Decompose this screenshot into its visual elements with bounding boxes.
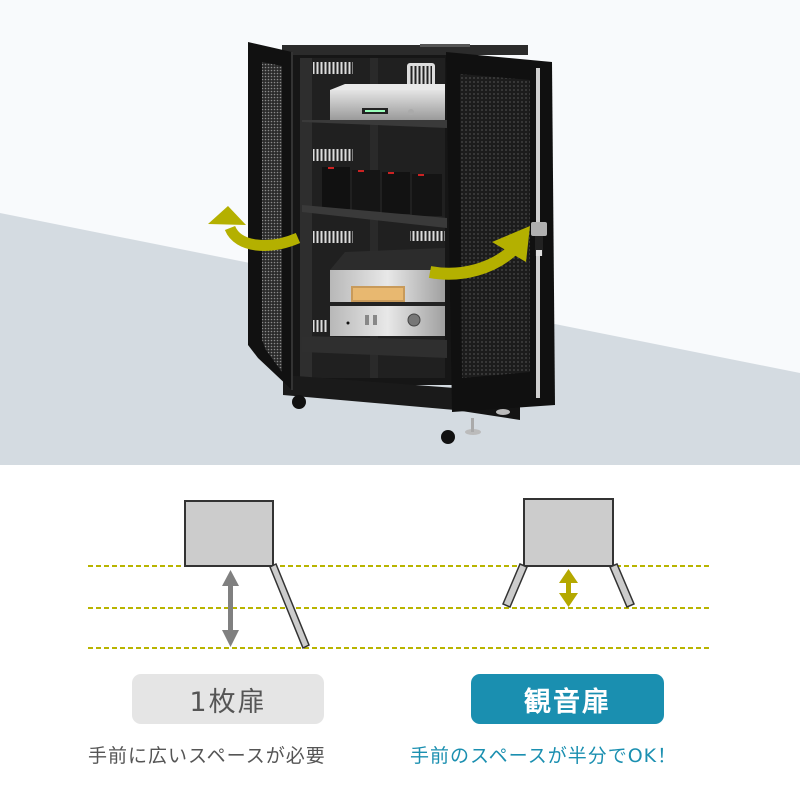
single-door-panel [269,562,310,650]
double-door-figure [502,498,635,608]
cabinet-box-single [184,500,274,567]
cabinet-box-double [523,498,614,567]
right-swing-arrow-icon [428,226,530,280]
double-depth-arrow-icon [559,569,578,607]
single-door-label: 1枚扉 [132,674,324,724]
right-door-panel [609,563,635,608]
door-handle [531,222,547,236]
single-door-caption: 手前に広いスペースが必要 [88,744,326,767]
double-door-caption: 手前のスペースが半分でOK！ [410,744,678,767]
network-player [330,90,445,120]
integrated-amplifier [330,306,445,336]
single-door-figure [184,500,310,650]
double-door-label: 観音扉 [471,674,664,724]
nas-units [322,167,442,216]
left-swing-arrow-icon [208,206,301,251]
cabinet-illustration [0,42,800,465]
right-door [446,52,555,412]
left-door-panel [502,563,528,608]
leveling-foot [496,409,510,415]
shelf-3 [302,336,447,358]
power-amplifier [330,248,445,306]
product-photo [0,42,800,465]
caster [441,430,455,444]
cabinet-top [282,45,528,55]
shelf-1 [302,120,447,128]
left-door [248,42,293,390]
cabinet-base [283,375,455,410]
space-comparison-figure [88,498,711,650]
single-depth-arrow-icon [222,570,239,647]
shelf-2 [302,205,447,228]
door-comparison-diagram [0,465,800,800]
caster [292,395,306,409]
